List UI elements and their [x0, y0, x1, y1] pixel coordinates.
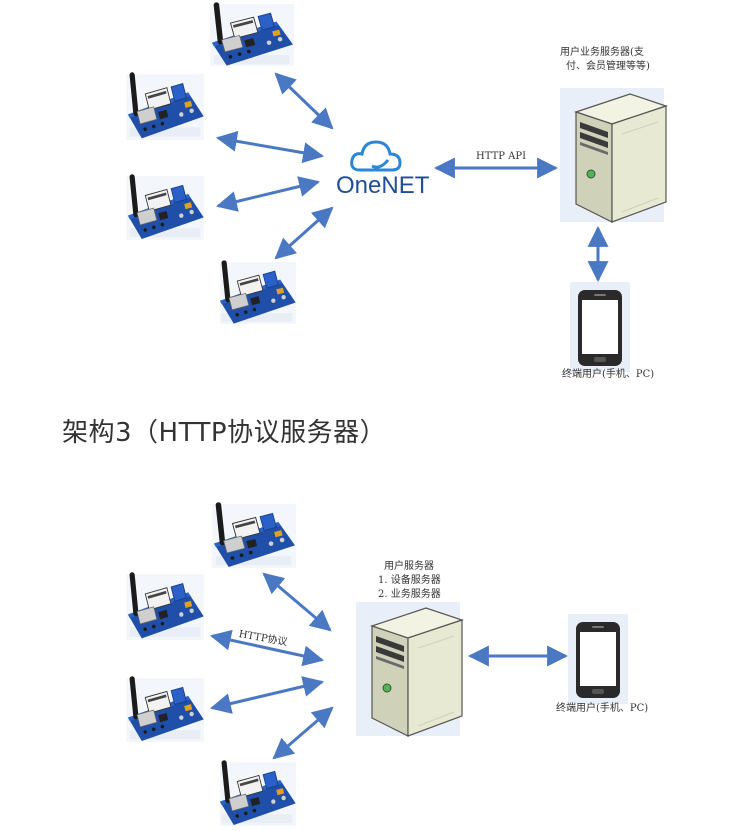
arrow — [262, 572, 332, 632]
user-business-server — [559, 87, 667, 223]
onenet-logo — [334, 130, 430, 202]
arrow — [215, 176, 321, 212]
onenet-wordmark: OneNET — [336, 172, 430, 199]
user-server-caption-line1: 用户业务服务器(支 — [560, 47, 644, 58]
diagram1-device-boards — [126, 1, 297, 325]
arrow — [274, 72, 334, 130]
user-server-caption-line2: 付、会员管理等等) — [566, 61, 650, 72]
diagram2-device-boards — [126, 501, 297, 826]
http-protocol-arrow — [209, 629, 325, 667]
terminal-phone — [570, 282, 630, 372]
terminal-caption: 终端用户(手机、PC) — [562, 369, 655, 380]
http-api-label: HTTP API — [476, 151, 527, 162]
section-title: 架构3（HTTP协议服务器） — [62, 418, 387, 448]
terminal-caption: 终端用户(手机、PC) — [556, 703, 649, 714]
diagram1-arrows — [215, 72, 609, 283]
arrow — [272, 706, 334, 760]
user-server — [355, 601, 463, 737]
diagram2-arrows — [209, 572, 569, 760]
server-caption-line3: 2. 业务服务器 — [378, 589, 441, 600]
arrow — [215, 130, 325, 164]
arrow — [274, 206, 334, 260]
arrow — [209, 676, 325, 714]
terminal-phone — [568, 614, 628, 704]
server-caption-line1: 用户服务器 — [384, 561, 434, 572]
server-caption-line2: 1. 设备服务器 — [378, 575, 441, 586]
